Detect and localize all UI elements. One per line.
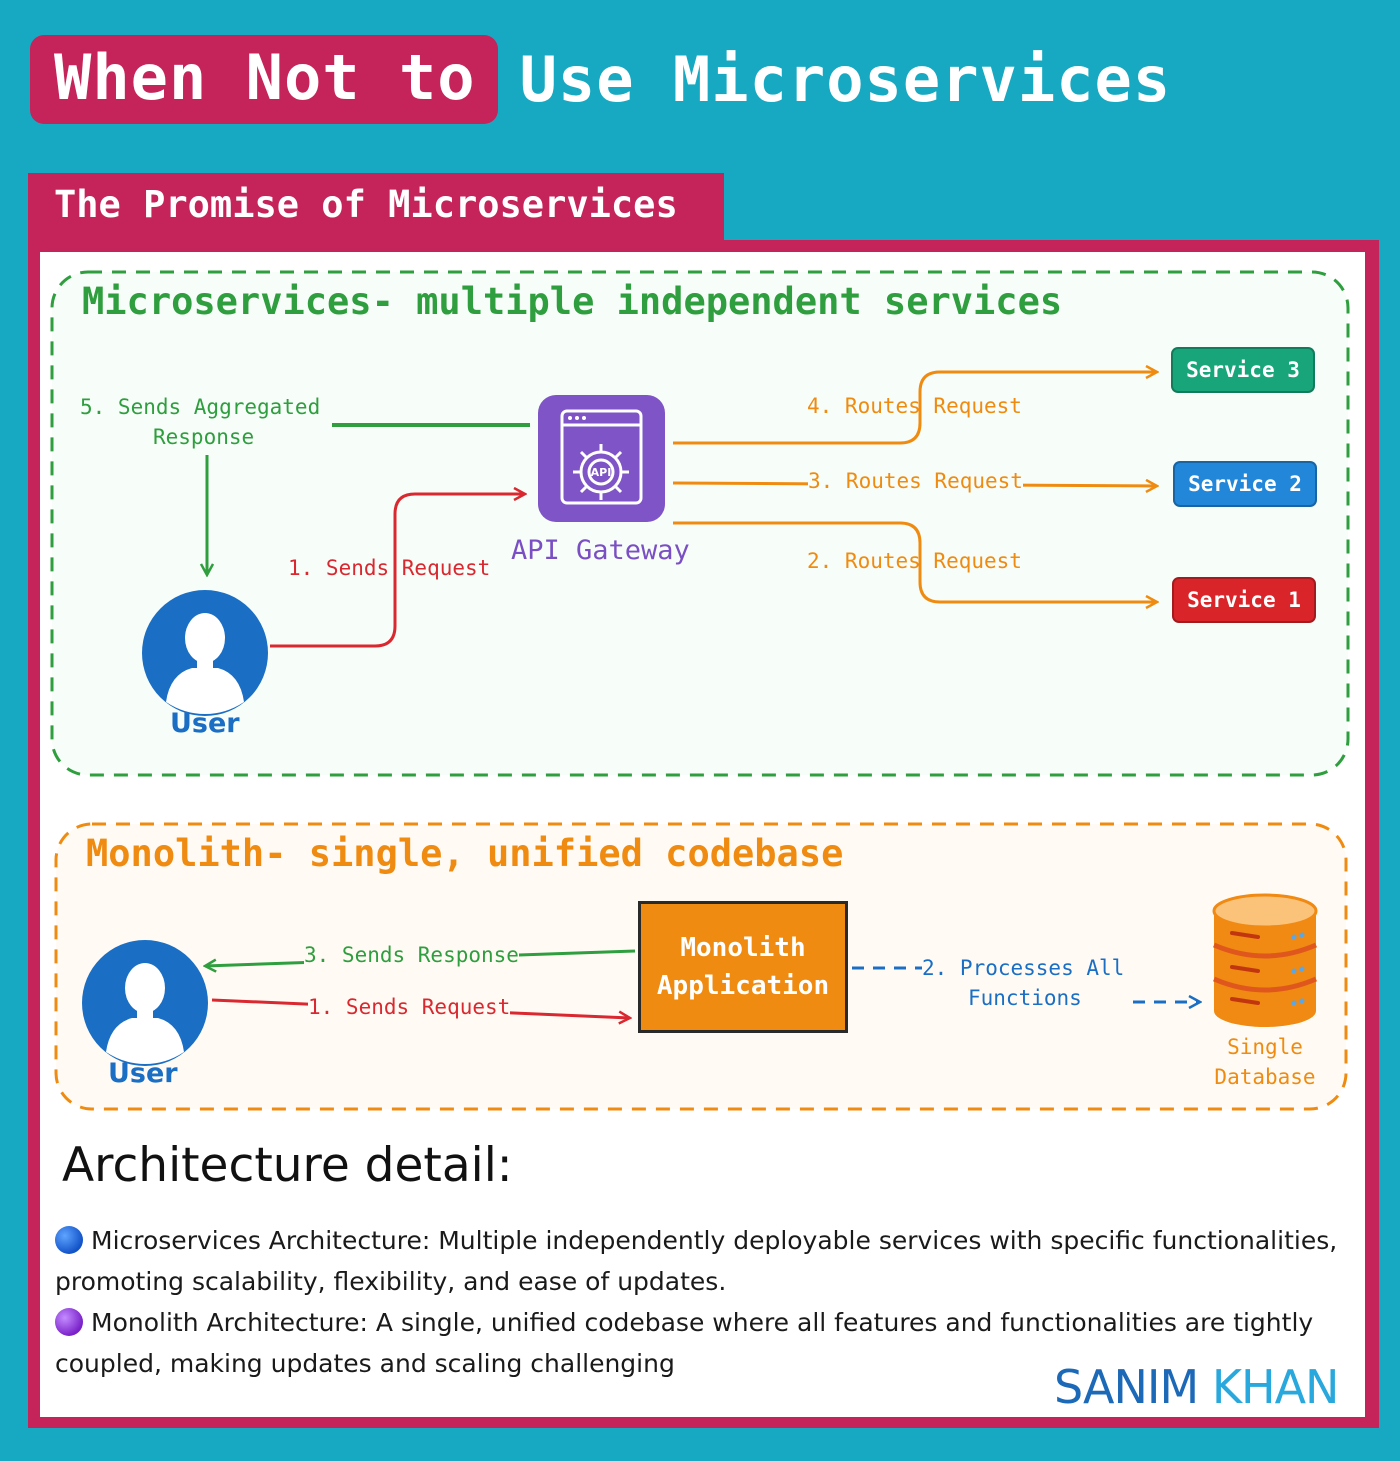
api-gateway: API (538, 395, 665, 522)
service-3: Service 3 (1171, 347, 1315, 393)
user-avatar-icon (140, 588, 270, 718)
arrow-route-service-3 (673, 372, 1157, 445)
label-step5-line2: Response (153, 425, 255, 449)
brand-logo: SANIM KHAN (1054, 1360, 1340, 1414)
label-step3: 3. Routes Request (808, 466, 1023, 496)
mono-label-step1: 1. Sends Request (308, 992, 511, 1022)
architecture-title: Architecture detail: (62, 1138, 513, 1193)
arrow-send-request (270, 494, 525, 648)
page-title: When Not to Use Microservices (30, 28, 1171, 130)
title-rest: Use Microservices (519, 42, 1172, 116)
monolith-application: Monolith Application (638, 901, 848, 1033)
gateway-label: API Gateway (511, 535, 690, 566)
db-label-line2: Database (1214, 1065, 1316, 1089)
mono-label-step2-line2: Functions (968, 986, 1082, 1010)
architecture-item1-text: Microservices Architecture: Multiple ind… (55, 1226, 1338, 1296)
label-step5-line1: 5. Sends Aggregated (80, 395, 321, 419)
user-label: User (170, 708, 240, 739)
monolith-title: Monolith- single, unified codebase (86, 832, 844, 875)
section-tab: The Promise of Microservices (28, 173, 724, 243)
gateway-icon-text: API (591, 466, 612, 479)
gateway-icon: API (560, 409, 643, 505)
purple-circle-icon (55, 1308, 83, 1336)
microservices-title: Microservices- multiple independent serv… (82, 280, 1063, 323)
service-2: Service 2 (1173, 461, 1317, 507)
mono-app-line1: Monolith (680, 933, 806, 963)
label-step4: 4. Routes Request (807, 394, 1022, 418)
blue-circle-icon (55, 1226, 83, 1254)
title-highlight: When Not to (30, 34, 498, 124)
arrow-route-service-1 (673, 521, 1157, 602)
architecture-item2-text: Monolith Architecture: A single, unified… (55, 1308, 1314, 1378)
label-step1: 1. Sends Request (288, 556, 491, 580)
mono-user-avatar-icon (80, 938, 210, 1068)
mono-user-label: User (108, 1058, 178, 1089)
mono-app-line2: Application (656, 971, 830, 1001)
brand-part2: KHAN (1211, 1360, 1340, 1414)
db-label-line1: Single (1227, 1035, 1303, 1059)
brand-part1: SANIM (1054, 1360, 1199, 1414)
mono-label-step2-line1: 2. Processes All (922, 956, 1125, 980)
service-1: Service 1 (1172, 577, 1316, 623)
architecture-item-monolith: Monolith Architecture: A single, unified… (55, 1302, 1345, 1384)
architecture-item-microservices: Microservices Architecture: Multiple ind… (55, 1220, 1345, 1302)
database-icon (1210, 893, 1320, 1033)
architecture-details: Microservices Architecture: Multiple ind… (55, 1220, 1345, 1384)
mono-label-step3: 3. Sends Response (304, 940, 519, 970)
database-label: Single Database (1210, 1032, 1320, 1092)
label-step2: 2. Routes Request (807, 549, 1022, 573)
